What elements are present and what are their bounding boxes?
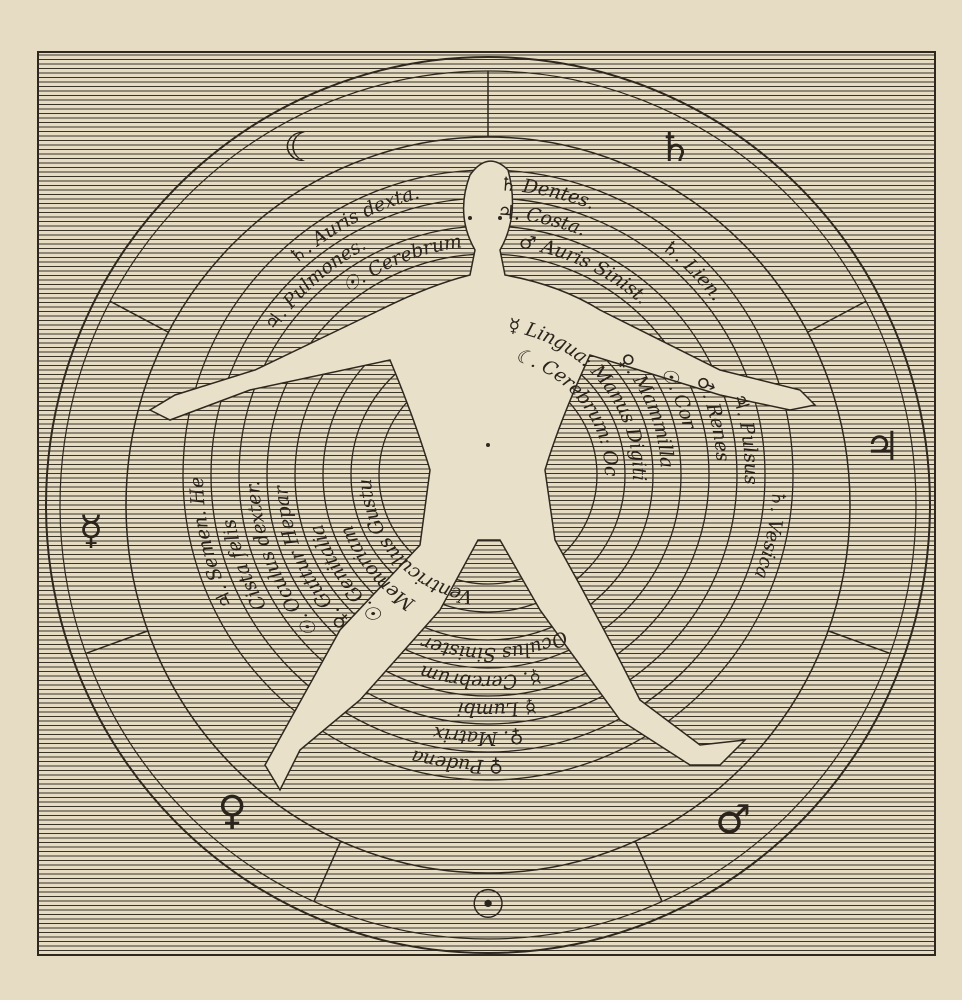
band-dividers: [85, 71, 891, 902]
band-divider: [109, 300, 169, 333]
navel: [486, 443, 490, 447]
body-outline: [148, 160, 817, 792]
venus-icon: ♀: [218, 788, 247, 834]
outer-circle: [45, 56, 931, 954]
band-divider: [634, 840, 663, 902]
eye-left: [468, 216, 472, 220]
concentric-rings: [182, 169, 794, 781]
mercury-icon: ☿: [79, 508, 104, 554]
band-divider: [827, 630, 891, 655]
band-divider: [807, 300, 867, 333]
jupiter-icon: ♃: [864, 424, 900, 470]
saturn-icon: ♄: [657, 125, 693, 171]
band-divider: [313, 840, 342, 902]
mars-icon: ♂: [715, 797, 751, 843]
moon-icon: ☾: [283, 125, 319, 171]
eye-right: [498, 216, 502, 220]
hatched-frame: [38, 54, 935, 951]
human-figure: [148, 160, 817, 792]
band-divider: [85, 630, 149, 655]
sun-icon: ☉: [470, 882, 506, 928]
planet-symbols: ☾ ♄ ☿ ♃ ♀ ♂ ☉: [79, 125, 900, 928]
frame-border: [37, 51, 936, 956]
